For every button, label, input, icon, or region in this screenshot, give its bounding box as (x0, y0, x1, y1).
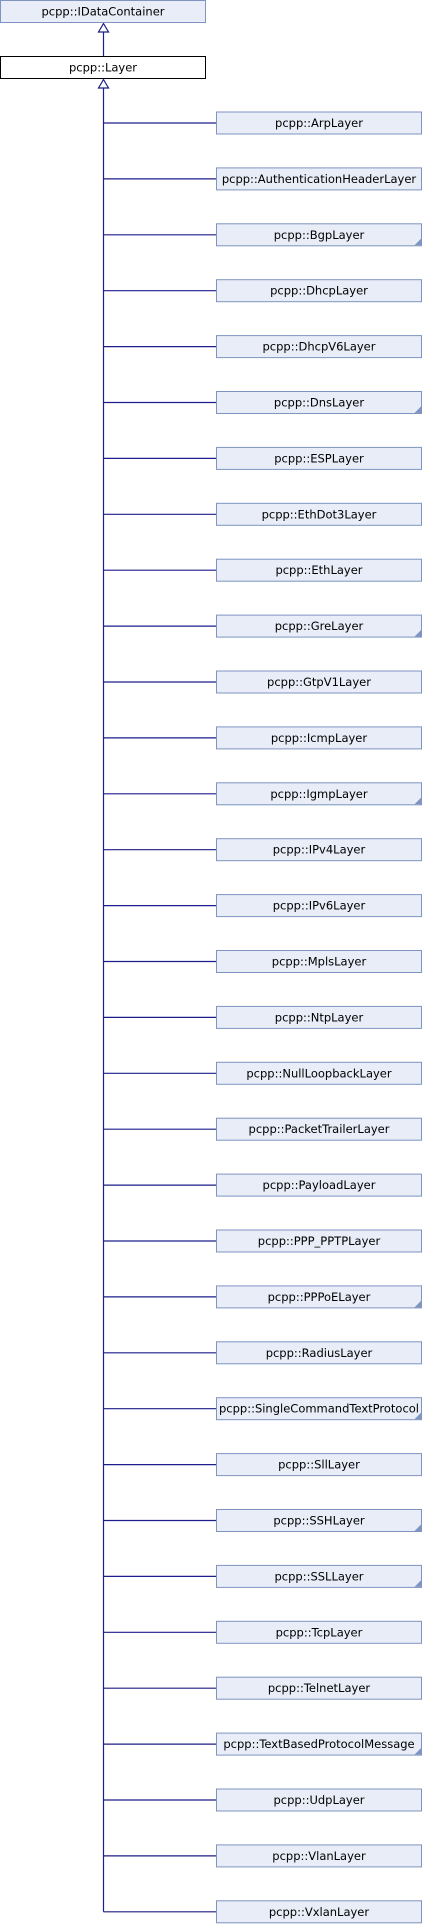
node-label: pcpp::ArpLayer (275, 116, 363, 130)
node-udplayer[interactable]: pcpp::UdpLayer (216, 1788, 422, 1812)
node-label: pcpp::EthLayer (275, 563, 362, 577)
more-subclasses-marker-icon (414, 1580, 421, 1587)
node-pppoelayer[interactable]: pcpp::PPPoELayer (216, 1285, 422, 1309)
node-label: pcpp::MplsLayer (272, 955, 367, 969)
node-igmplayer[interactable]: pcpp::IgmpLayer (216, 782, 422, 806)
node-label: pcpp::VlanLayer (272, 1849, 366, 1863)
more-subclasses-marker-icon (414, 1524, 421, 1531)
node-mplslayer[interactable]: pcpp::MplsLayer (216, 950, 422, 973)
node-label: pcpp::IgmpLayer (270, 787, 367, 801)
node-label: pcpp::NtpLayer (275, 1010, 364, 1024)
node-vxlanlayer[interactable]: pcpp::VxlanLayer (216, 1900, 422, 1924)
node-sshlayer[interactable]: pcpp::SSHLayer (216, 1509, 422, 1532)
node-ethdot3layer[interactable]: pcpp::EthDot3Layer (216, 502, 422, 526)
more-subclasses-marker-icon (414, 1748, 421, 1755)
base-class-label: pcpp::IDataContainer (41, 5, 164, 19)
node-dhcplayer[interactable]: pcpp::DhcpLayer (216, 279, 422, 303)
more-subclasses-marker-icon (414, 238, 421, 246)
node-label: pcpp::PPP_PPTPLayer (258, 1234, 381, 1248)
base-class-box (0, 0, 206, 23)
node-label: pcpp::ESPLayer (274, 451, 364, 465)
node-authenticationheaderlayer[interactable]: pcpp::AuthenticationHeaderLayer (216, 167, 422, 191)
node-ppp-pptplayer[interactable]: pcpp::PPP_PPTPLayer (216, 1229, 422, 1253)
node-label: pcpp::BgpLayer (274, 228, 365, 242)
node-label: pcpp::AuthenticationHeaderLayer (222, 172, 417, 186)
more-subclasses-marker-icon (414, 1412, 421, 1420)
inheritance-arrowhead (97, 22, 110, 33)
node-label: pcpp::TextBasedProtocolMessage (223, 1737, 414, 1751)
node-label: pcpp::SSHLayer (273, 1514, 365, 1528)
node-label: pcpp::EthDot3Layer (262, 507, 377, 521)
node-label: pcpp::SllLayer (278, 1458, 360, 1472)
node-slllayer[interactable]: pcpp::SllLayer (216, 1453, 422, 1477)
node-ipv6layer[interactable]: pcpp::IPv6Layer (216, 894, 422, 918)
main-class-box (0, 56, 206, 79)
node-ssllayer[interactable]: pcpp::SSLLayer (216, 1564, 422, 1588)
node-nullloopbacklayer[interactable]: pcpp::NullLoopbackLayer (216, 1061, 422, 1085)
node-label: pcpp::RadiusLayer (266, 1346, 373, 1360)
node-ethlayer[interactable]: pcpp::EthLayer (216, 558, 422, 582)
node-telnetlayer[interactable]: pcpp::TelnetLayer (216, 1676, 422, 1700)
more-subclasses-marker-icon (414, 406, 421, 413)
node-main-class[interactable]: pcpp::Layer (0, 56, 206, 79)
node-label: pcpp::PacketTrailerLayer (249, 1122, 390, 1136)
node-label: pcpp::SingleCommandTextProtocol (219, 1402, 419, 1416)
node-payloadlayer[interactable]: pcpp::PayloadLayer (216, 1173, 422, 1197)
more-subclasses-marker-icon (414, 797, 421, 805)
node-label: pcpp::DnsLayer (274, 396, 364, 410)
inheritance-arrowhead (97, 78, 110, 89)
node-label: pcpp::SSLLayer (274, 1569, 363, 1583)
node-label: pcpp::IcmpLayer (271, 731, 368, 745)
node-arplayer[interactable]: pcpp::ArpLayer (216, 111, 422, 135)
node-gtpv1layer[interactable]: pcpp::GtpV1Layer (216, 670, 422, 694)
node-label: pcpp::GtpV1Layer (267, 675, 371, 689)
node-ntplayer[interactable]: pcpp::NtpLayer (216, 1005, 422, 1029)
node-label: pcpp::GreLayer (275, 619, 364, 633)
node-radiuslayer[interactable]: pcpp::RadiusLayer (216, 1341, 422, 1365)
node-ipv4layer[interactable]: pcpp::IPv4Layer (216, 838, 422, 862)
node-label: pcpp::VxlanLayer (269, 1905, 370, 1919)
node-label: pcpp::UdpLayer (273, 1793, 364, 1807)
more-subclasses-marker-icon (414, 630, 421, 637)
node-label: pcpp::TelnetLayer (268, 1681, 371, 1695)
node-label: pcpp::PPPoELayer (268, 1290, 371, 1304)
more-subclasses-marker-icon (414, 1300, 421, 1308)
node-base-class[interactable]: pcpp::IDataContainer (0, 0, 206, 23)
node-grelayer[interactable]: pcpp::GreLayer (216, 614, 422, 638)
node-label: pcpp::IPv6Layer (273, 899, 366, 913)
node-esplayer[interactable]: pcpp::ESPLayer (216, 446, 422, 470)
node-label: pcpp::DhcpV6Layer (263, 340, 376, 354)
node-label: pcpp::PayloadLayer (263, 1178, 376, 1192)
node-icmplayer[interactable]: pcpp::IcmpLayer (216, 726, 422, 750)
node-textbasedprotocolmessage[interactable]: pcpp::TextBasedProtocolMessage (216, 1732, 422, 1756)
node-label: pcpp::NullLoopbackLayer (246, 1066, 391, 1080)
derived-classes: pcpp::ArpLayerpcpp::AuthenticationHeader… (216, 111, 422, 1924)
node-dnslayer[interactable]: pcpp::DnsLayer (216, 391, 422, 414)
node-dhcpv6layer[interactable]: pcpp::DhcpV6Layer (216, 335, 422, 359)
node-label: pcpp::DhcpLayer (270, 284, 368, 298)
node-vlanlayer[interactable]: pcpp::VlanLayer (216, 1844, 422, 1868)
node-label: pcpp::TcpLayer (276, 1625, 363, 1639)
inheritance-edges (97, 22, 217, 1913)
main-class-label: pcpp::Layer (69, 61, 137, 75)
node-singlecommandtextprotocol[interactable]: pcpp::SingleCommandTextProtocol (216, 1397, 422, 1421)
node-bgplayer[interactable]: pcpp::BgpLayer (216, 223, 422, 247)
node-tcplayer[interactable]: pcpp::TcpLayer (216, 1620, 422, 1644)
node-label: pcpp::IPv4Layer (273, 843, 366, 857)
node-packettrailerlayer[interactable]: pcpp::PacketTrailerLayer (216, 1117, 422, 1141)
